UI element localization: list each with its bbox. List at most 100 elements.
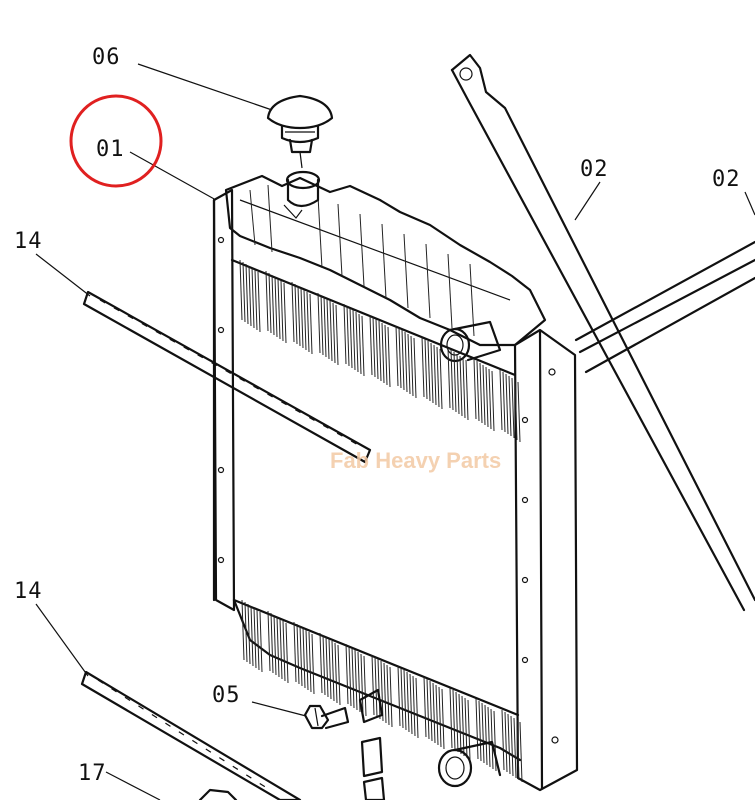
core-fin [271,274,275,336]
core-fin [351,647,355,709]
core-fin [253,607,257,669]
drain-cock [303,704,350,730]
core-fin [505,373,509,435]
core-fin [511,377,515,439]
core-fin [410,335,414,397]
core-fin [239,259,243,321]
core-fin [475,698,479,760]
core-fin [254,269,258,331]
core-fin [487,706,491,768]
core-fin [360,653,364,715]
core-fin [491,370,495,432]
label-stay-right: 02 [712,167,741,192]
core-fin [270,612,274,674]
core-fin [247,603,251,665]
core-fin [372,316,376,378]
core-fin [329,300,333,362]
core-fin [423,676,427,738]
core-fin [426,678,430,740]
core-fin [285,622,289,684]
seal-strip-upper [82,290,372,464]
core-fin [412,675,416,737]
core-fin [413,337,417,399]
label-radiator: 01 [96,137,125,162]
core-fin [479,362,483,424]
core-fin [378,320,382,382]
core-fin [453,351,457,413]
core-fin [441,688,445,750]
core-fin [265,270,269,332]
core-fin [277,278,281,340]
core-fin [311,633,315,695]
core-fin [369,314,373,376]
core-fin [349,307,353,369]
core-fin [273,614,277,676]
core-fin [257,271,261,333]
core-fin [406,671,410,733]
core-fin [293,621,297,683]
core-fin [383,662,387,724]
core-fin [490,708,494,770]
core-fin [371,654,375,716]
watermark: Fab Heavy Parts [330,448,501,473]
core-fin [439,348,443,410]
core-fin [516,719,520,781]
core-fin [459,355,463,417]
core-fin [386,664,390,726]
core-fin [473,358,477,420]
core-fin [256,609,260,671]
core-fin [328,638,332,700]
core-fin [250,605,254,667]
core-fin [517,381,521,443]
core-fin [267,610,271,672]
core-fin [429,680,433,742]
stay-bar-left [450,53,755,612]
core-fin [485,366,489,428]
core-fin [300,287,304,349]
core-fin [404,331,408,393]
core-fin [435,684,439,746]
core-fin [283,282,287,344]
core-fin [308,631,312,693]
core-fin [302,627,306,689]
core-fin [458,693,462,755]
core-fin [421,336,425,398]
core-fin [335,304,339,366]
core-fin [248,265,252,327]
core-fin [325,636,329,698]
core-fin [430,342,434,404]
core-fin [299,625,303,687]
part-17 [198,788,238,800]
core-fin [401,329,405,391]
core-fin [447,347,451,409]
core-fin [467,699,471,761]
core-fin [510,715,514,777]
core-fin [361,315,365,377]
core-fin [297,285,301,347]
core-fin [504,711,508,773]
label-seal-lower: 14 [14,579,43,604]
core-fin [407,333,411,395]
core-fin [363,655,367,717]
seal-strip-lower [80,670,302,800]
highlight-circle [69,94,163,188]
core-fin [398,327,402,389]
core-fin [462,357,466,419]
core-fin [381,322,385,384]
radiator-core [212,170,579,800]
core-fin [352,309,356,371]
core-fin [332,302,336,364]
core-fin [507,713,511,775]
core-fin [326,298,330,360]
core-fin [409,673,413,735]
core-fin [274,276,278,338]
core-fin [374,656,378,718]
core-fin [375,318,379,380]
core-fin [322,634,326,696]
core-fin [282,620,286,682]
core-fin [455,691,459,753]
core-fin [403,669,407,731]
core-fin [464,697,468,759]
